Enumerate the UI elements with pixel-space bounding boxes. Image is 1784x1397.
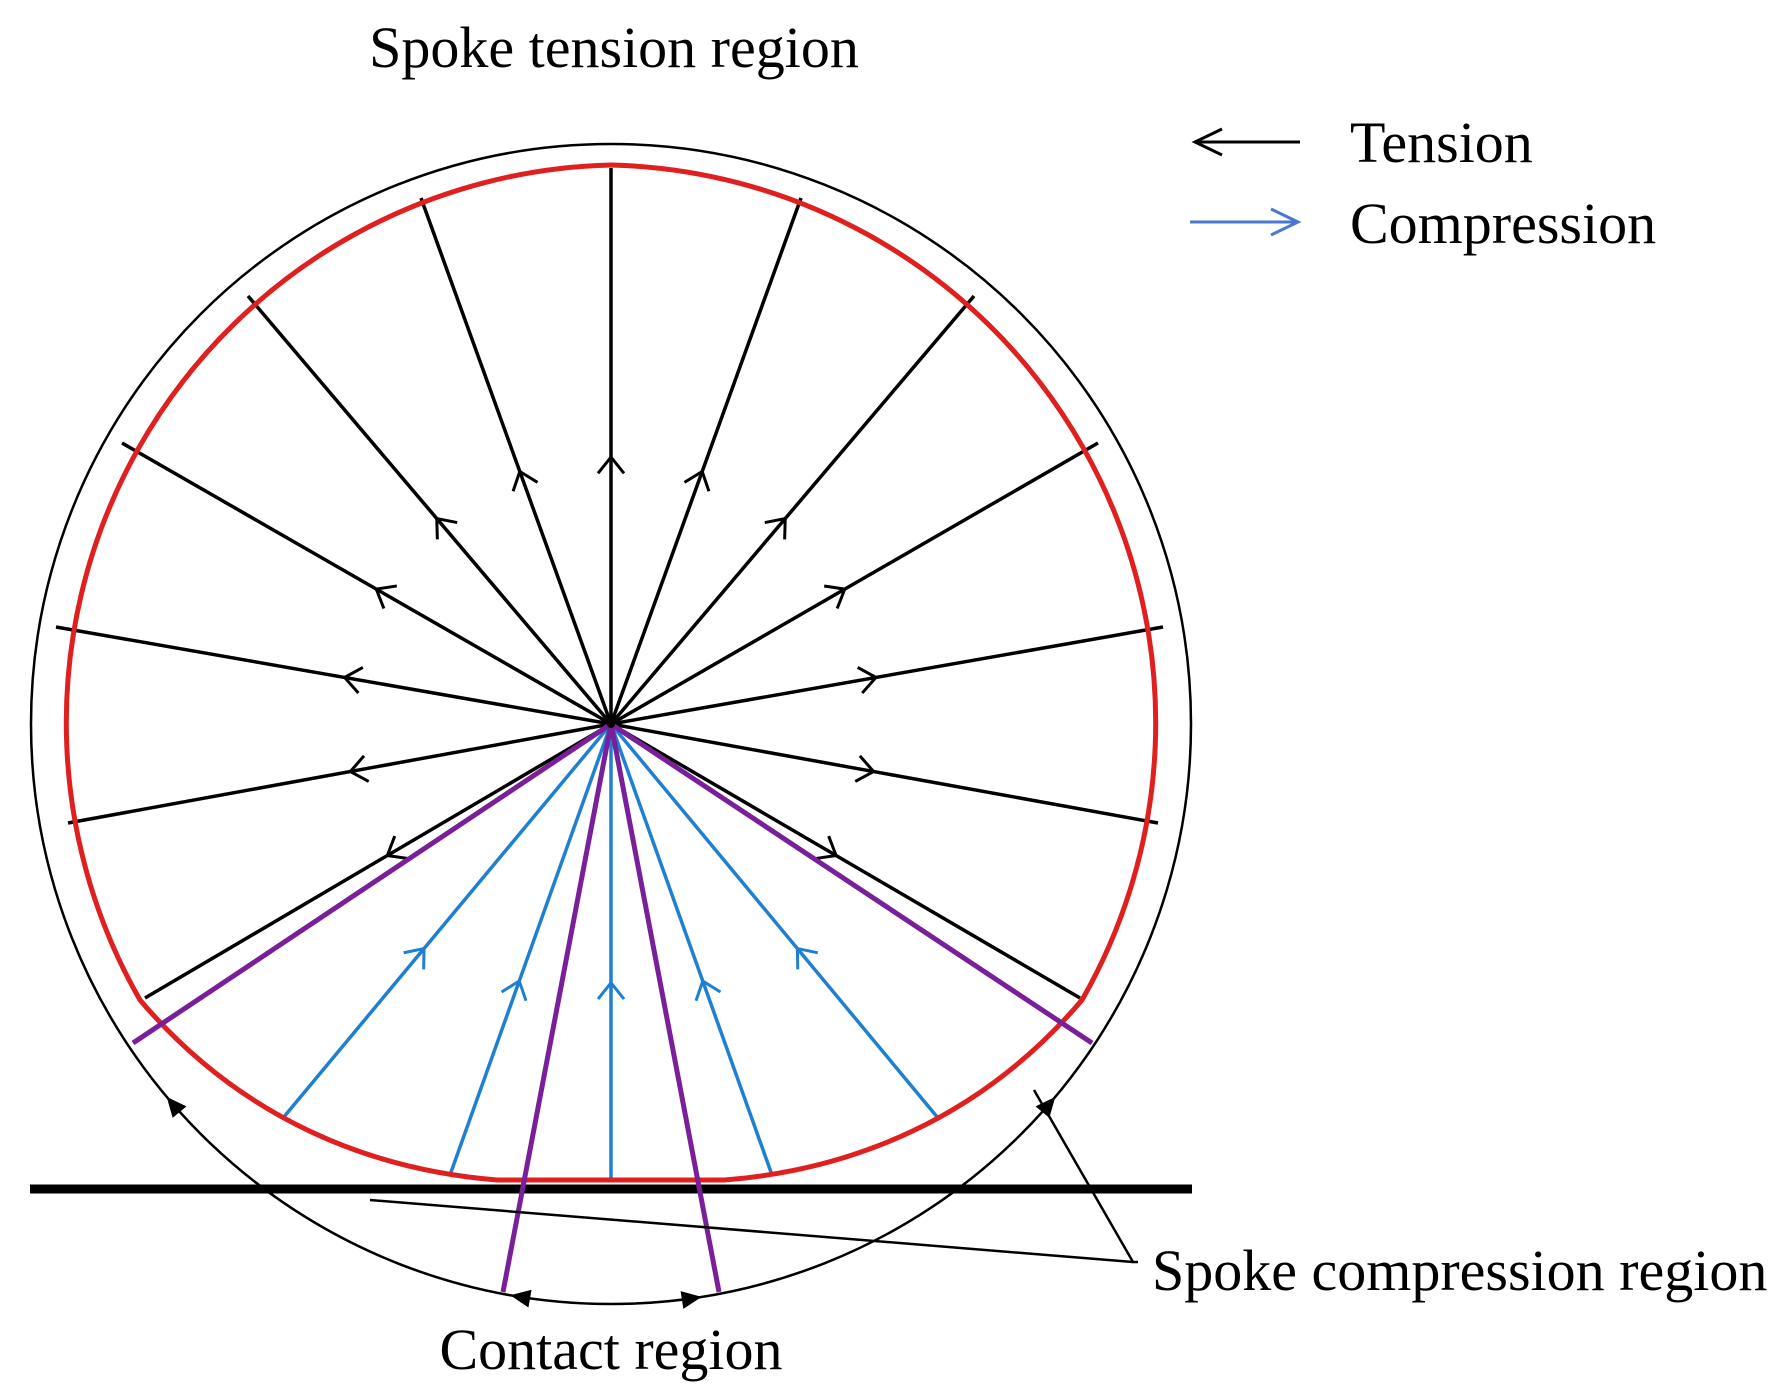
tension-spoke [609,294,976,726]
legend-tension-label: Tension [1350,110,1533,175]
contact-left-boundary [500,723,614,1293]
compression-spoke [448,723,613,1176]
deformed-rim [63,162,1159,1183]
legend: Tension Compression [1190,110,1656,256]
hub [607,720,615,728]
compression-spoke [281,722,613,1120]
tension-spoke [610,625,1164,726]
contact-right-boundary [608,723,722,1293]
tension-spoke [121,441,612,726]
leader-line-lower [369,1198,1134,1264]
compression-spoke [596,724,626,1178]
tension-spoke [610,722,1159,825]
spoke-tension-region-label: Spoke tension region [369,15,859,80]
right-region-boundary [609,721,1094,1046]
region-boundaries [131,721,1094,1293]
tension-spoke [246,294,613,726]
compression-spoke [609,723,774,1176]
tension-spoke [55,625,612,726]
legend-compression-arrow [1190,207,1302,237]
tension-spoke [610,722,1081,1000]
spoke-compression-region-label: Spoke compression region [1152,1238,1767,1303]
legend-compression-label: Compression [1350,191,1656,256]
contact-region-label: Contact region [439,1317,782,1382]
compression-region-leaders [369,1089,1138,1264]
region-dimension-arrows [165,1096,1057,1309]
tension-spoke [67,722,612,825]
compression-spoke [609,722,940,1120]
tension-spoke [596,168,626,724]
tension-spoke [609,197,803,725]
spokes [55,168,1164,1178]
left-region-boundary [131,721,613,1046]
leader-line-upper [1032,1089,1138,1264]
tension-spoke [419,197,613,725]
contact-arc-arrow [510,1289,702,1309]
tension-spoke [610,441,1099,726]
legend-tension-arrow [1191,127,1300,157]
tension-spoke [144,722,612,1000]
left-compression-arc-arrow [165,1096,471,1288]
